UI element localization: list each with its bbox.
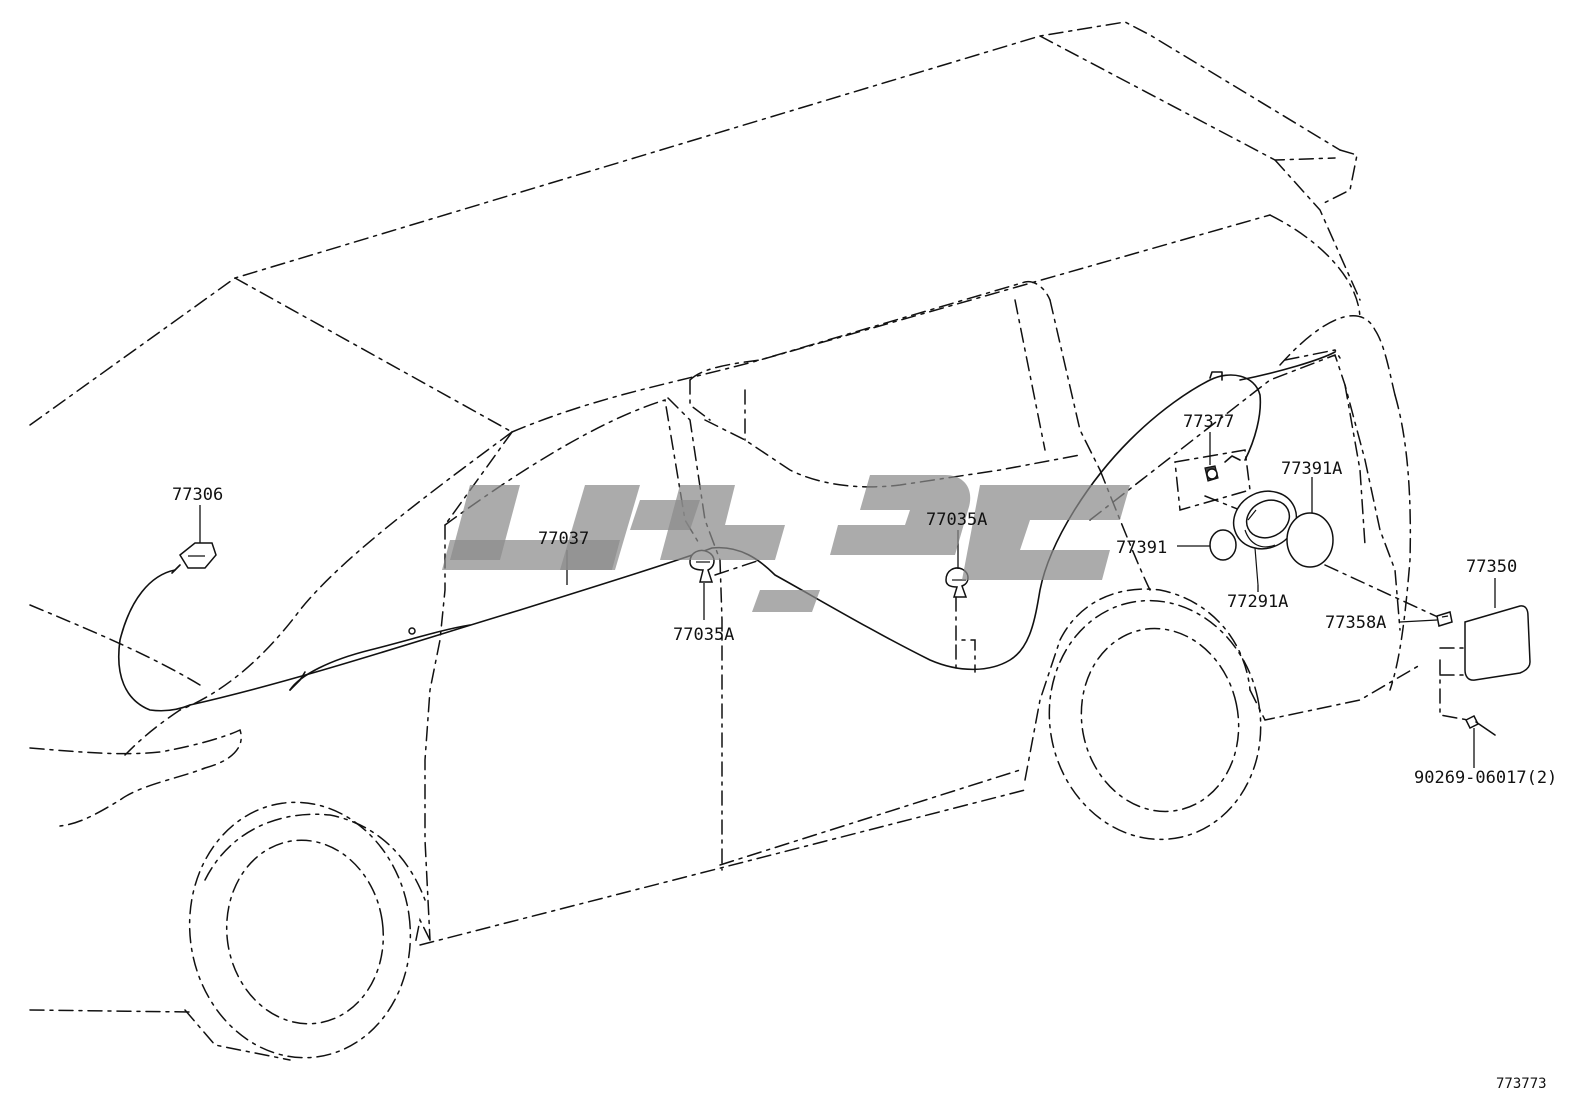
label-77037: 77037: [538, 529, 589, 549]
label-77377: 77377: [1183, 412, 1234, 432]
fuel-lid-hinge-clip: [1436, 611, 1453, 627]
leader-lines: [199, 432, 1496, 768]
rivet: [1464, 714, 1496, 736]
label-77391: 77391: [1116, 538, 1167, 558]
label-77350: 77350: [1466, 557, 1517, 577]
lock-control-cable: [118, 351, 1336, 712]
label-90269: 90269-06017(2): [1414, 768, 1557, 788]
filler-seal-small: [1209, 529, 1237, 561]
cable-clamp-mid: [945, 567, 976, 673]
label-77358a: 77358A: [1325, 613, 1386, 633]
fuel-lid-opener-lever: [179, 542, 217, 569]
label-77035a-mid: 77035A: [926, 510, 987, 530]
fuel-lid-lock: [1174, 449, 1251, 511]
label-77291a: 77291A: [1227, 592, 1288, 612]
label-77035a-left: 77035A: [673, 625, 734, 645]
figure-code: 773773: [1496, 1076, 1547, 1092]
label-77306: 77306: [172, 485, 223, 505]
watermark-logo: [442, 475, 1130, 612]
filler-seal-large: [1286, 512, 1334, 568]
fuel-lid: [1324, 564, 1531, 721]
fuel-filler-box: [1232, 490, 1298, 586]
part-labels: 77306 77037 77035A 77035A 77377 77391A 7…: [172, 412, 1557, 1092]
label-77391a: 77391A: [1281, 459, 1342, 479]
